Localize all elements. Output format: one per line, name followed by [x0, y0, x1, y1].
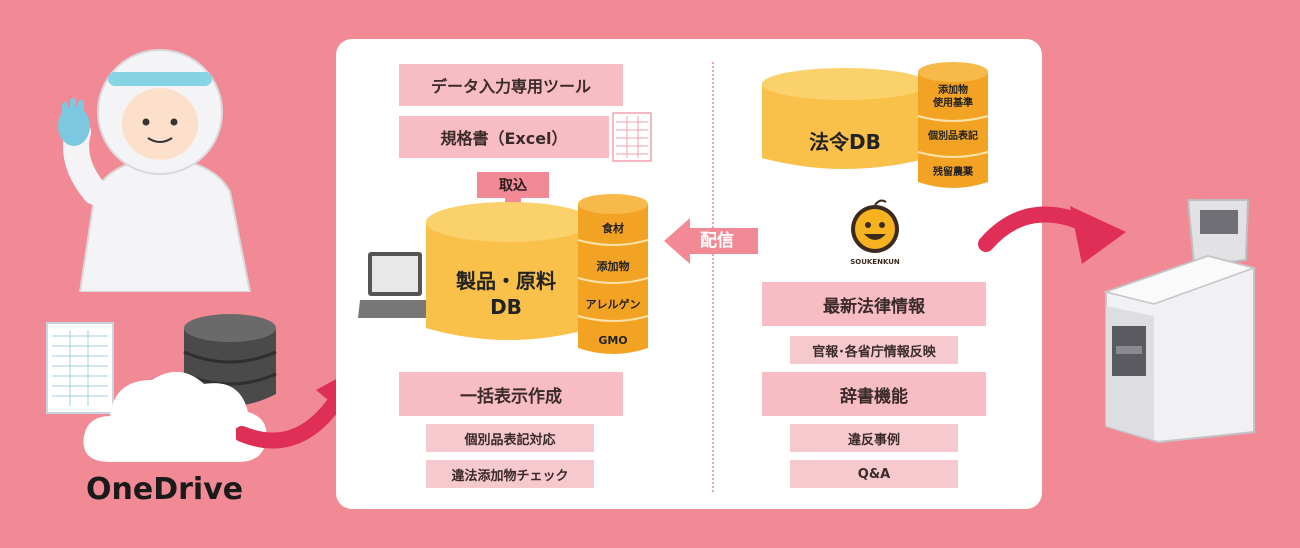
law-db-item-individual-labeling: 個別品表記 — [928, 130, 978, 142]
feature-violation-cases: 違反事例 — [790, 424, 958, 452]
product-db-item-additives: 添加物 — [596, 260, 630, 273]
label-printer-icon — [1103, 199, 1257, 444]
latest-law-info: 最新法律情報 — [762, 282, 986, 326]
mascot-label: SOUKENKUN — [850, 258, 900, 266]
feature-gazette-reflection: 官報･各省庁情報反映 — [790, 336, 958, 364]
product-db-stack — [577, 194, 649, 354]
feature-qa: Q&A — [790, 460, 958, 488]
output-arrow — [978, 206, 1126, 264]
product-db-item-gmo: GMO — [598, 333, 628, 347]
worker-illustration — [58, 49, 252, 292]
spec-excel-box: 規格書（Excel） — [399, 116, 609, 158]
spreadsheet-icon — [612, 112, 652, 162]
feature-individual-labeling: 個別品表記対応 — [426, 424, 594, 452]
laptop-icon — [358, 252, 434, 318]
feature-illegal-additive-check: 違法添加物チェック — [426, 460, 594, 488]
law-db-stack — [917, 62, 989, 188]
law-db-title: 法令DB — [809, 130, 881, 154]
law-db-item-additive-standards: 添加物 使用基準 — [933, 85, 973, 109]
import-label: 取込 — [477, 172, 549, 198]
cloud-icon — [83, 371, 267, 462]
product-db-item-allergens: アレルゲン — [585, 298, 641, 311]
product-db-title-line2: DB — [490, 295, 522, 319]
product-db-title: 製品・原料 DB — [436, 268, 576, 320]
data-tool-box: データ入力専用ツール — [399, 64, 623, 106]
import-text: 取込 — [499, 178, 527, 194]
distribution-arrow — [664, 218, 758, 264]
mascot-icon — [851, 199, 899, 253]
dictionary-function: 辞書機能 — [762, 372, 986, 416]
distribution-label: 配信 — [700, 231, 734, 251]
bulk-label-creation: 一括表示作成 — [399, 372, 623, 416]
spreadsheet-doc-icon — [46, 322, 114, 414]
onedrive-label: OneDrive — [86, 472, 244, 507]
product-db-title-line1: 製品・原料 — [456, 269, 556, 293]
law-db-cylinder — [762, 68, 928, 169]
product-db-cylinder — [426, 202, 592, 340]
database-icon — [183, 314, 277, 406]
law-db-item-pesticide-residue: 残留農薬 — [933, 166, 973, 178]
product-db-item-foods: 食材 — [602, 222, 624, 235]
panel-divider — [712, 62, 714, 492]
